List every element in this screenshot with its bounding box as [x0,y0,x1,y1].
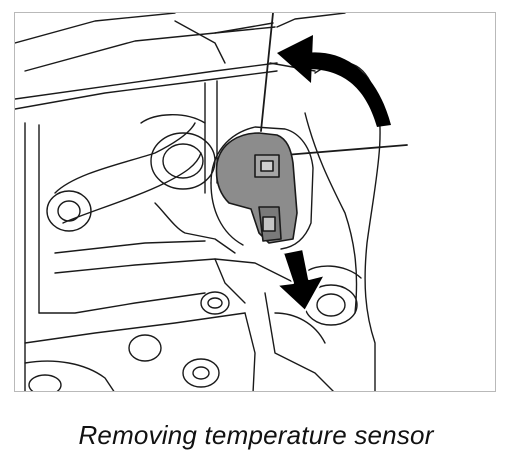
temperature-sensor [215,132,298,244]
figure-caption: Removing temperature sensor [78,420,434,450]
exploded-view-illustration [15,13,408,391]
down-arrow-icon [276,248,326,312]
engine-parts-linework [15,13,408,391]
curved-rotate-arrow-icon [277,35,391,127]
illustration-frame [14,12,496,392]
